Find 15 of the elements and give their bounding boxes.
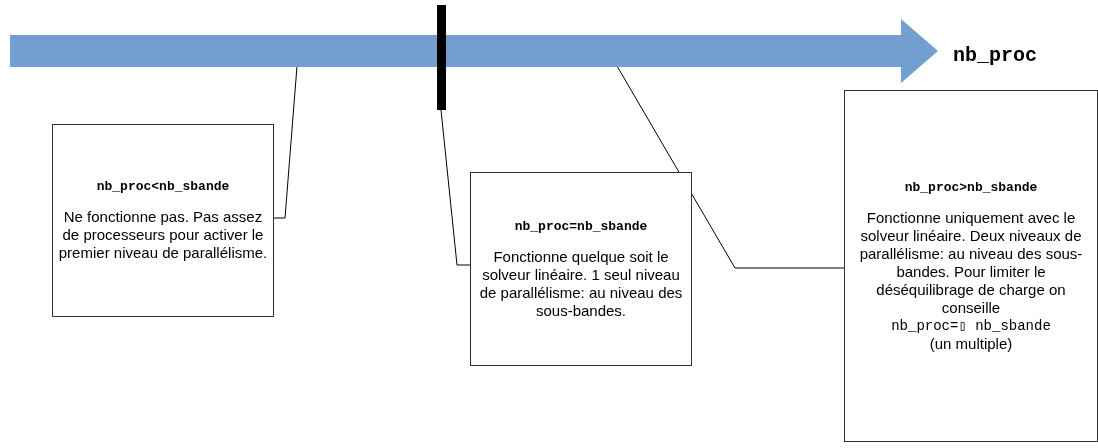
- condition-heading: nb_proc=nb_sbande: [513, 218, 649, 234]
- description-text: Fonctionne quelque soit le solveur linéaire. 1 seul niveau de parallélisme: au niveau des sous-bandes.: [478, 247, 684, 320]
- condition-heading: nb_proc>nb_sbande: [903, 179, 1039, 195]
- leader-line: [616, 65, 845, 269]
- description-text: Fonctionne uniquement avec le solveur linéaire. Deux niveaux de parallélisme: au niveau des sous-bandes. Pour limiter le déséquilibrage de charge on conseille: [858, 208, 1084, 317]
- condition-heading: nb_proc<nb_sbande: [95, 179, 231, 194]
- leader-line: [440, 109, 471, 266]
- formula-text: nb_proc=▯ nb_sbande: [890, 316, 1052, 335]
- callout-box: [52, 124, 274, 317]
- description-text: Ne fonctionne pas. Pas assez de processeurs pour activer le premier niveau de parallélisme.: [57, 208, 269, 262]
- leader-line: [273, 65, 298, 219]
- description-text: (un multiple): [928, 334, 1014, 353]
- callout-box: [844, 90, 1098, 442]
- axis-label: nb_proc: [953, 44, 1037, 67]
- callout-box: [470, 172, 692, 366]
